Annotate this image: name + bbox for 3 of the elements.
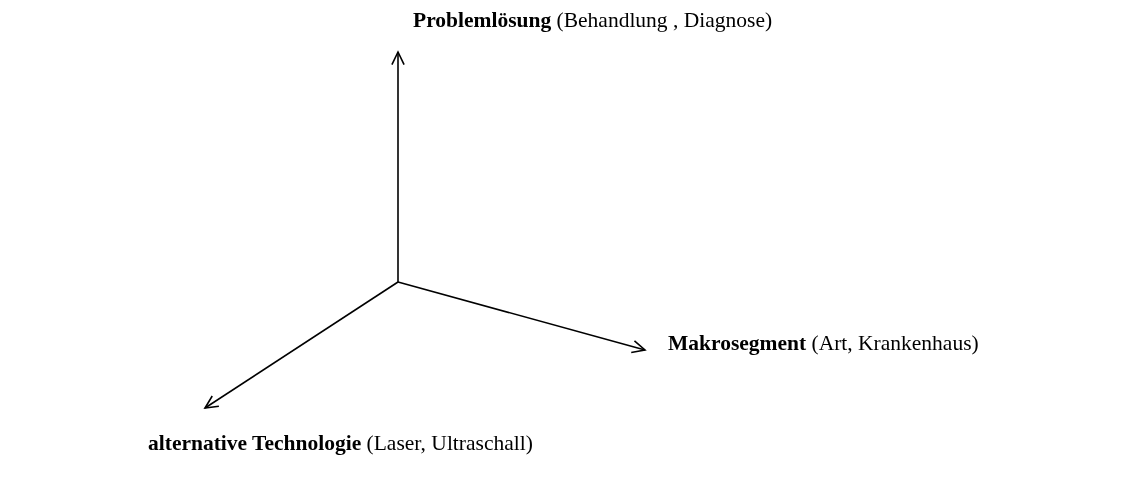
axis-label: Makrosegment (Art, Krankenhaus) <box>668 331 979 357</box>
axis-label: Problemlösung (Behandlung , Diagnose) <box>413 8 773 34</box>
axis-label: alternative Technologie (Laser, Ultraschall) <box>148 431 533 457</box>
